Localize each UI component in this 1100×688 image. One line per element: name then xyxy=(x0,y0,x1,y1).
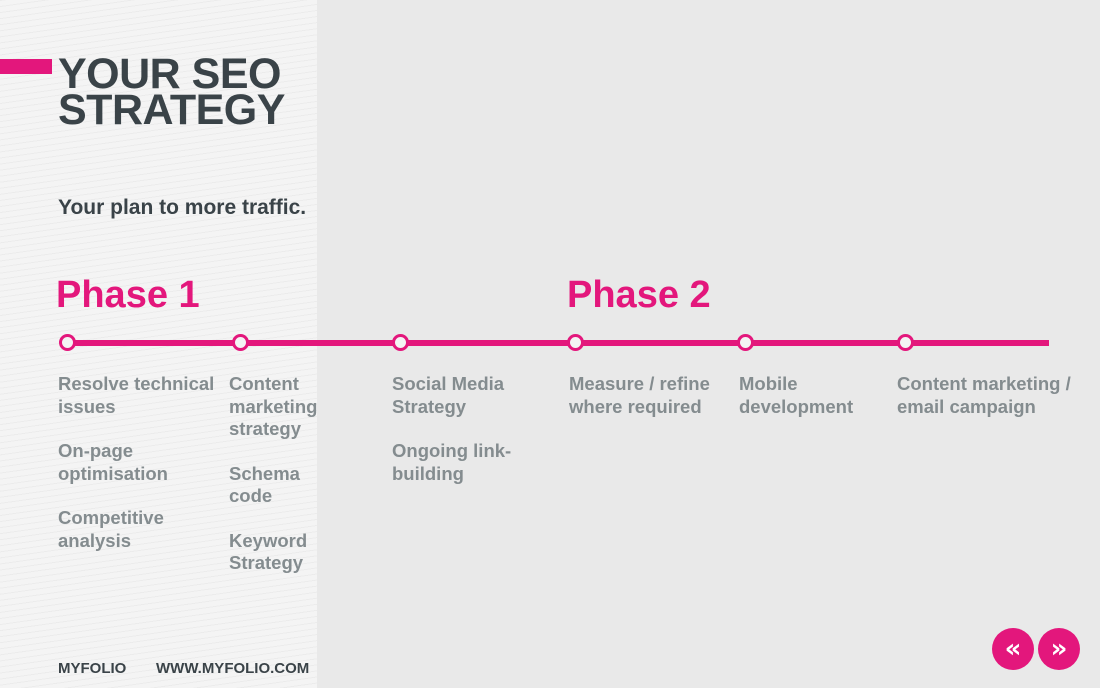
list-item: Content marketing strategy xyxy=(229,373,318,439)
timeline-column-4: Measure / refine where required xyxy=(569,373,729,440)
list-item: Content marketing / email campaign xyxy=(897,373,1071,417)
list-item: Keyword Strategy xyxy=(229,529,308,574)
timeline-dot xyxy=(737,334,754,351)
timeline-column-2: Content marketing strategy Schema code K… xyxy=(229,373,379,597)
timeline-column-1: Resolve technical issues On-page optimis… xyxy=(58,373,223,574)
list-item: Resolve technical issues xyxy=(58,373,215,417)
phase-1-heading: Phase 1 xyxy=(56,274,200,316)
timeline-dot xyxy=(567,334,584,351)
timeline-column-5: Mobile development xyxy=(739,373,879,440)
double-chevron-left-icon: « xyxy=(1004,634,1022,664)
phase-2-heading: Phase 2 xyxy=(567,274,711,316)
list-item: Schema code xyxy=(229,462,300,507)
list-item: On-page optimisation xyxy=(58,440,168,484)
list-item: Measure / refine where required xyxy=(569,373,710,417)
page-title-line-1: YOUR SEO xyxy=(58,50,281,98)
double-chevron-right-icon: » xyxy=(1050,634,1068,664)
footer-brand: MYFOLIO xyxy=(58,660,127,677)
next-slide-button[interactable]: » xyxy=(1038,628,1080,670)
page-title: YOUR SEO STRATEGY xyxy=(58,50,285,134)
timeline-line xyxy=(60,340,1049,346)
list-item: Competitive analysis xyxy=(58,507,164,551)
title-accent-bar xyxy=(0,59,52,74)
timeline-dot xyxy=(392,334,409,351)
list-item: Mobile development xyxy=(739,373,854,417)
list-item: Social Media Strategy xyxy=(392,373,505,417)
footer-url-link[interactable]: WWW.MYFOLIO.COM xyxy=(156,660,310,677)
timeline-dot xyxy=(897,334,914,351)
page-subtitle: Your plan to more traffic. xyxy=(58,196,307,219)
list-item: Ongoing link-building xyxy=(392,440,512,484)
timeline-column-6: Content marketing / email campaign xyxy=(897,373,1072,440)
timeline-column-3: Social Media Strategy Ongoing link-build… xyxy=(392,373,552,507)
timeline-dot xyxy=(59,334,76,351)
page-title-line-2: STRATEGY xyxy=(58,86,285,134)
timeline-dot xyxy=(232,334,249,351)
previous-slide-button[interactable]: « xyxy=(992,628,1034,670)
